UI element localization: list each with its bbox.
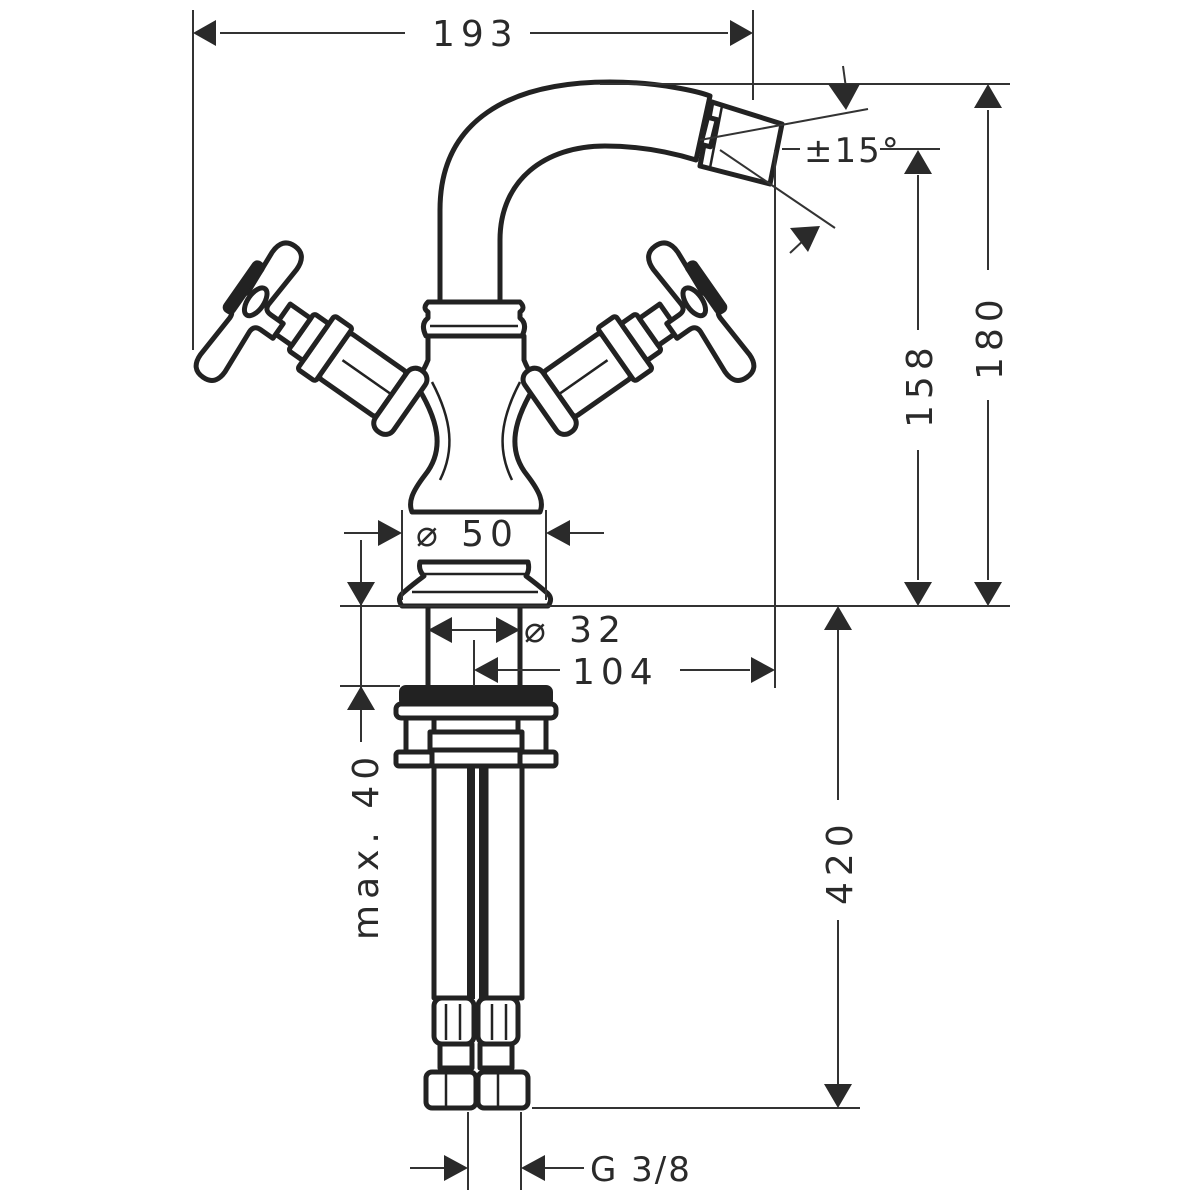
- dim-label-swivel: ±15°: [804, 131, 901, 171]
- hose-fittings: [431, 995, 521, 1071]
- connection-nuts: [423, 1069, 531, 1111]
- dimension-projection: 104: [473, 150, 776, 693]
- dimension-outlet-height: 158: [880, 148, 941, 606]
- dim-label-deck-thickness: max. 40: [346, 751, 387, 940]
- mounting-nut: [393, 685, 559, 769]
- left-valve: [268, 301, 430, 437]
- dimension-connection-thread: G 3/8: [410, 1112, 692, 1190]
- dim-label-158: 158: [900, 341, 941, 428]
- spray-head: [697, 99, 785, 187]
- central-body: [408, 333, 544, 515]
- dimension-overall-width: 193: [192, 10, 754, 350]
- dim-label-connection-thread: G 3/8: [590, 1150, 692, 1190]
- supply-hoses: [431, 763, 525, 1001]
- body-collar: [420, 299, 528, 339]
- dim-label-projection: 104: [572, 652, 659, 693]
- dim-label-base-diameter: ⌀ 50: [416, 514, 519, 555]
- base-rosette: [396, 559, 554, 609]
- dimension-swivel-angle: ±15°: [699, 65, 901, 254]
- dim-label-180: 180: [970, 293, 1011, 380]
- dim-label-hose-length: 420: [820, 818, 861, 905]
- dimension-overall-height: 180: [600, 83, 1011, 606]
- spout: [437, 79, 713, 308]
- left-cross-handle: [193, 240, 304, 383]
- right-valve: [520, 301, 682, 437]
- right-cross-handle: [646, 240, 757, 383]
- dimension-shank-diameter: ⌀ 32: [428, 610, 627, 651]
- dimension-base-diameter: ⌀ 50: [344, 510, 604, 600]
- dimension-deck-thickness: max. 40: [340, 540, 400, 940]
- dim-label-shank-diameter: ⌀ 32: [524, 610, 627, 651]
- dim-label-193: 193: [432, 14, 519, 55]
- dimension-hose-length: 420: [532, 606, 861, 1109]
- faucet-body: [193, 79, 785, 1111]
